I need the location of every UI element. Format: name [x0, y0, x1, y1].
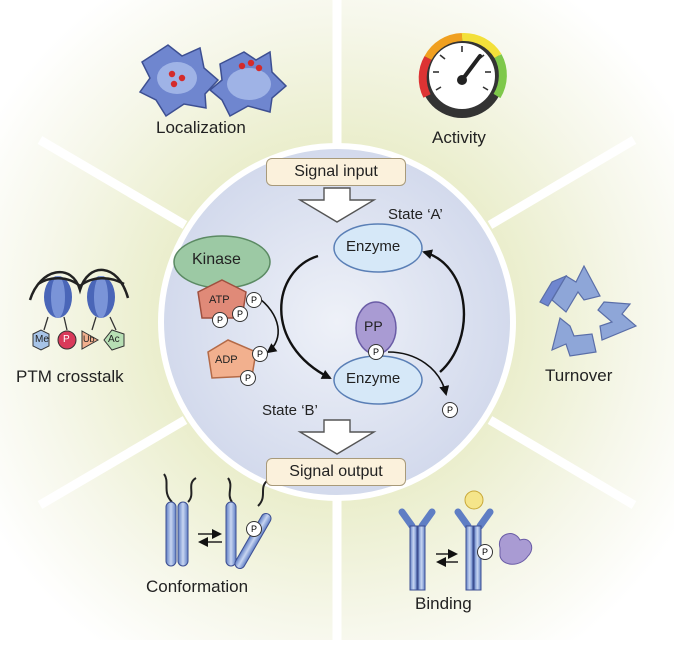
label-conformation: Conformation — [146, 577, 249, 596]
sector-dividers — [37, 0, 637, 640]
ptm-p-label: P — [63, 334, 70, 345]
phosphate-atp-1: P — [246, 292, 262, 308]
ptm-me-label: Me — [35, 334, 49, 345]
kinase-text: Kinase — [192, 251, 241, 268]
conformation-helix-icon — [163, 473, 272, 570]
state-a-label: State ‘A’ — [388, 206, 443, 223]
phosphate-enzyme: P — [368, 344, 384, 360]
signal-input-box: Signal input — [266, 158, 406, 186]
binding-receptor-icon — [398, 490, 533, 591]
arrow-b-to-a — [422, 249, 466, 373]
input-block-arrow — [297, 187, 377, 223]
label-binding: Binding — [415, 594, 472, 613]
ptm-ub-label: Ub — [83, 334, 95, 344]
phosphate-conformation: P — [246, 521, 262, 537]
phosphate-released: P — [442, 402, 458, 418]
phosphate-binding: P — [477, 544, 493, 560]
central-circle — [158, 143, 516, 501]
phosphate-adp-2: P — [240, 370, 256, 386]
atp-text: ATP — [209, 294, 230, 306]
pp-text: PP — [364, 318, 383, 334]
output-block-arrow — [297, 419, 377, 455]
localization-icon — [138, 44, 288, 118]
label-turnover: Turnover — [545, 366, 613, 385]
phosphate-atp-3: P — [212, 312, 228, 328]
atp-to-adp-arrow — [255, 295, 279, 354]
label-localization: Localization — [156, 118, 246, 137]
adp-text: ADP — [215, 354, 238, 366]
enzyme-b-text: Enzyme — [346, 370, 401, 387]
signal-output-box: Signal output — [266, 458, 406, 486]
phosphate-atp-2: P — [232, 306, 248, 322]
state-b-label: State ‘B’ — [262, 402, 318, 419]
enzyme-state-a — [333, 223, 423, 273]
label-ptm-crosstalk: PTM crosstalk — [16, 367, 124, 386]
enzyme-a-text: Enzyme — [346, 238, 401, 255]
phosphate-release-arrow — [387, 351, 450, 396]
label-activity: Activity — [432, 128, 486, 147]
turnover-recycle-icon — [539, 264, 638, 357]
arrow-a-to-b — [280, 254, 332, 380]
adp-shape — [207, 339, 257, 379]
phosphate-adp-1: P — [252, 346, 268, 362]
ptm-ac-label: Ac — [108, 334, 120, 345]
activity-gauge-icon — [418, 32, 507, 118]
ptm-nucleosome-icon — [28, 268, 130, 351]
